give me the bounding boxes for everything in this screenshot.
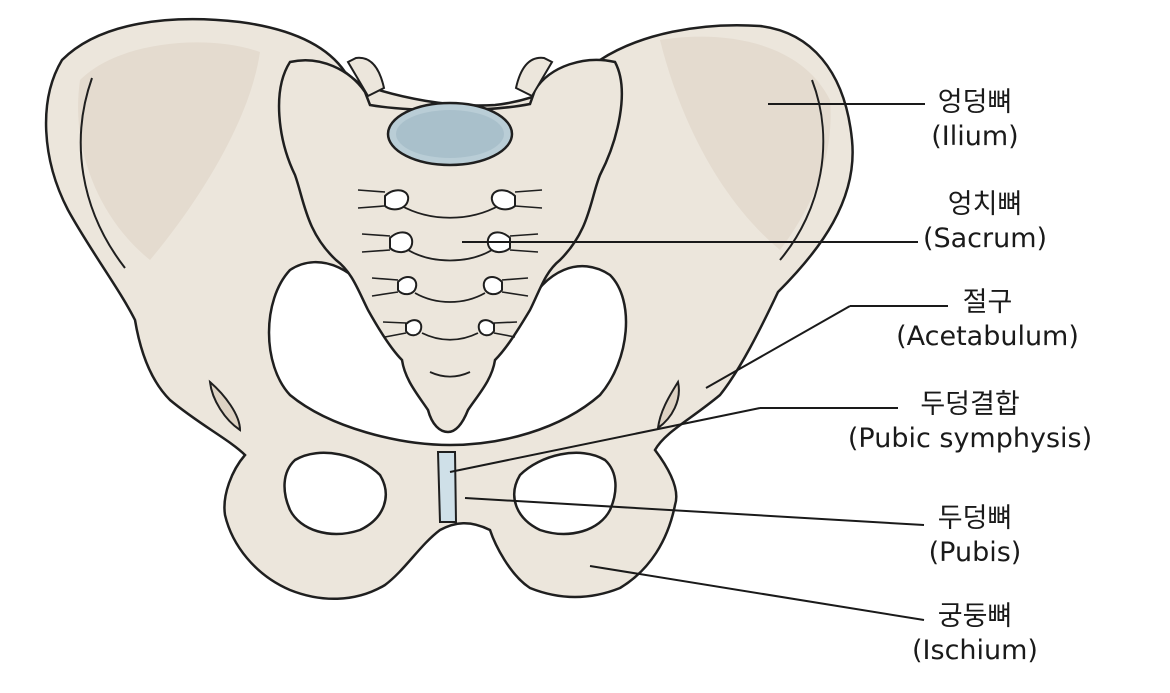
label-pubic-symphysis-ko: 두덩결합 [920, 389, 1020, 420]
ilium-right-rim [779, 79, 825, 261]
label-ilium-ko: 엉덩뼈 [937, 87, 1013, 118]
label-ischium-en: (Ischium) [912, 635, 1038, 666]
sacral-lateral-lines [357, 189, 543, 338]
sacrum-right-process [514, 56, 554, 98]
label-acetabulum-en: (Acetabulum) [896, 321, 1079, 352]
label-ilium-en: (Ilium) [931, 121, 1019, 152]
label-sacrum: 엉치뼈 (Sacrum) [905, 188, 1065, 256]
label-acetabulum: 절구 (Acetabulum) [880, 286, 1095, 354]
pubic-symphysis [436, 451, 458, 523]
sacral-ridge-5 [429, 371, 471, 378]
label-ilium: 엉덩뼈 (Ilium) [900, 86, 1050, 154]
foramen-l3 [397, 275, 418, 296]
leader-ischium [589, 565, 925, 621]
label-acetabulum-ko: 절구 [962, 287, 1013, 318]
sacral-foramina [384, 189, 516, 337]
ilium-left-rim [79, 77, 126, 269]
ilium-left-shade [78, 42, 260, 261]
sacral-ridge-1 [399, 204, 501, 219]
label-pubic-symphysis-en: (Pubic symphysis) [847, 423, 1093, 454]
foramen-l2 [389, 231, 414, 254]
sacral-ridge-4 [421, 332, 479, 341]
leader-pubis [464, 497, 925, 526]
foramen-r1 [490, 189, 516, 211]
label-pubis-en: (Pubis) [928, 537, 1022, 568]
label-sacrum-ko: 엉치뼈 [947, 189, 1023, 220]
label-pubis: 두덩뼈 (Pubis) [900, 502, 1050, 570]
label-sacrum-en: (Sacrum) [922, 223, 1048, 254]
sacrum-left-process [346, 56, 386, 98]
lumbar-disc-inner [396, 110, 504, 158]
leader-lines [449, 103, 948, 621]
leader-acetabulum [705, 305, 851, 389]
foramen-r4 [477, 319, 495, 337]
label-ischium-ko: 궁둥뼈 [937, 601, 1013, 632]
ilium-right-shade [660, 36, 831, 251]
leader-symphysis [449, 407, 761, 473]
acetabulum-right [656, 379, 680, 431]
obturator-foramen-left [283, 451, 387, 536]
sacral-ridge-2 [407, 249, 493, 262]
foramen-r3 [482, 275, 503, 296]
foramen-l1 [384, 189, 410, 211]
obturator-foramen-right [513, 451, 617, 536]
sacral-ridge-3 [414, 292, 486, 303]
label-pubis-ko: 두덩뼈 [937, 503, 1013, 534]
label-pubic-symphysis: 두덩결합 (Pubic symphysis) [834, 388, 1106, 456]
acetabulum-left [208, 379, 242, 432]
foramen-l4 [405, 319, 423, 337]
label-ischium: 궁둥뼈 (Ischium) [890, 600, 1060, 668]
